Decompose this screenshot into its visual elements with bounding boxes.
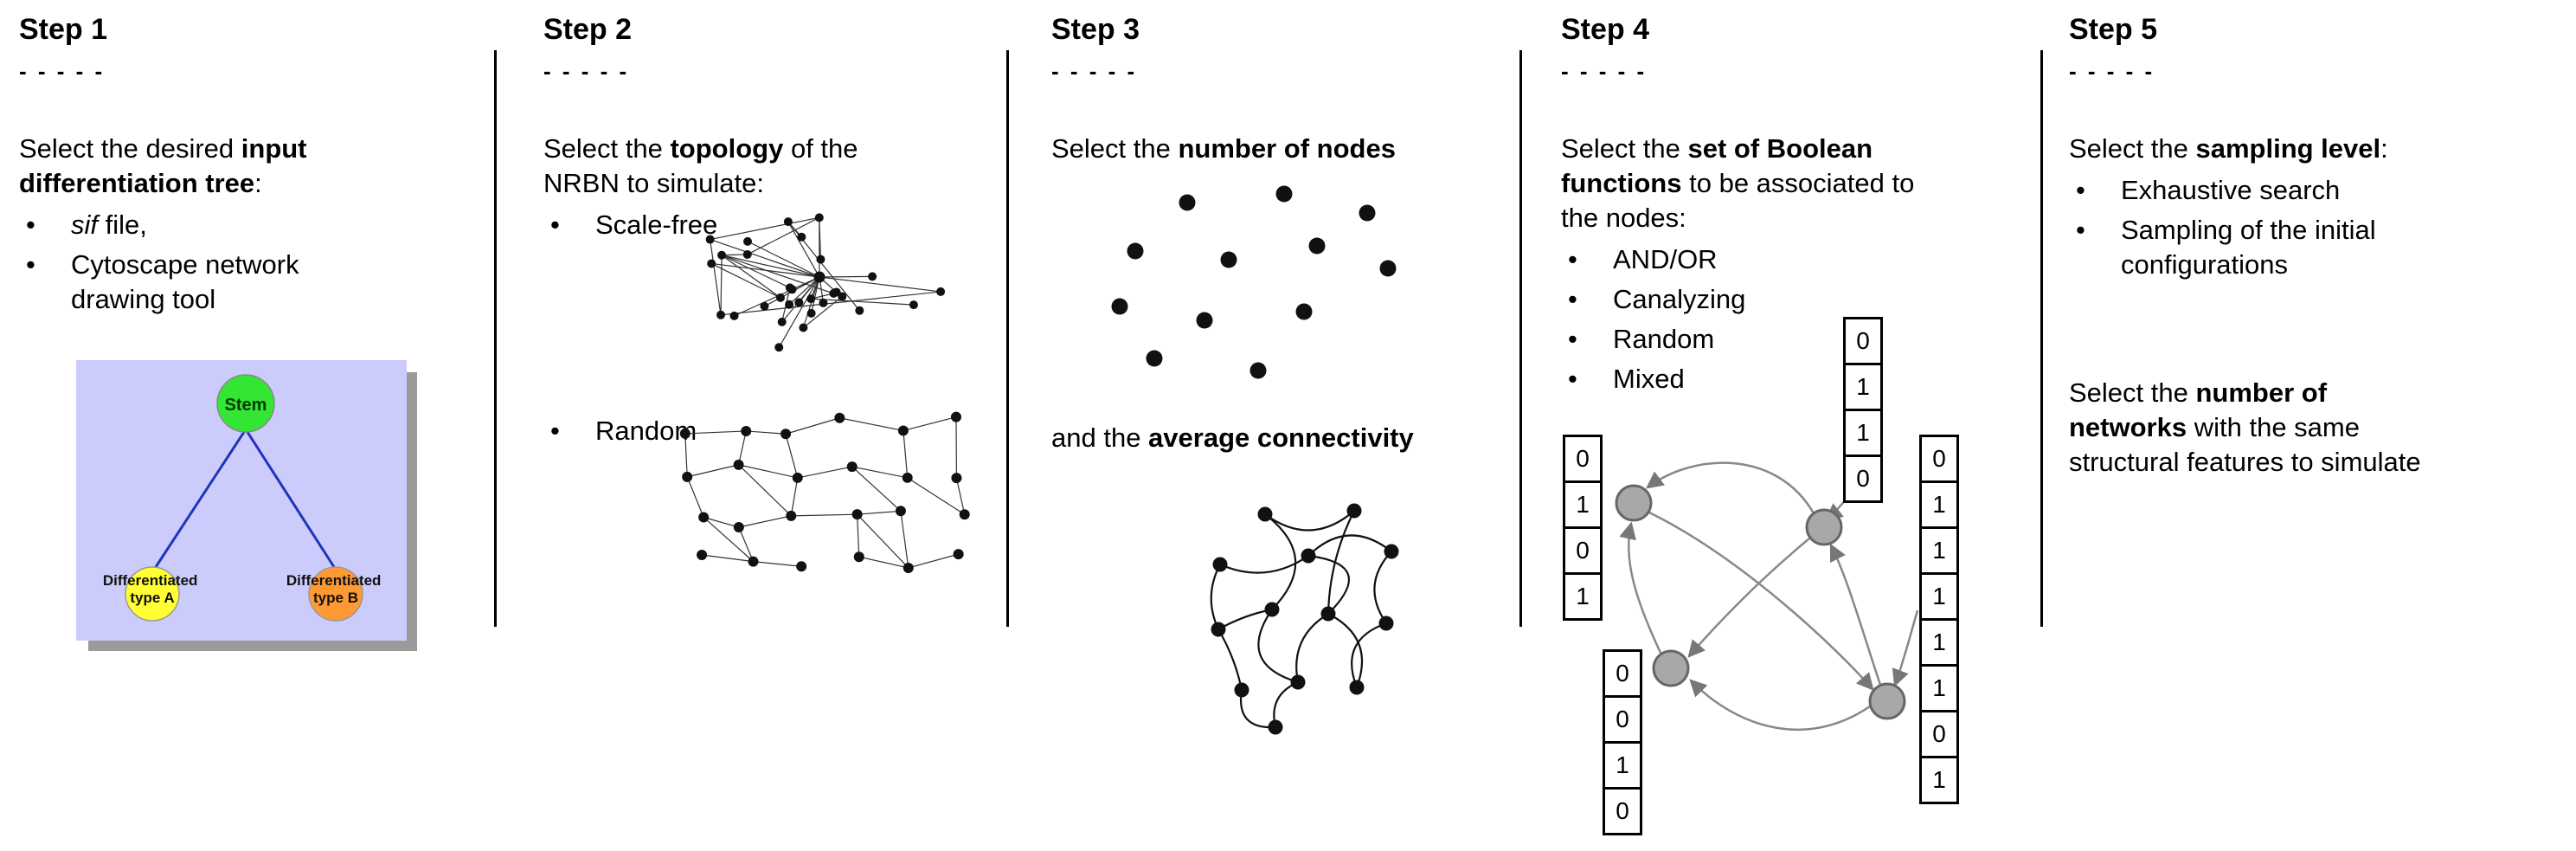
- step-1-bullets: • sif file, • Cytoscape network drawing …: [19, 208, 478, 317]
- truth-cell: 0: [1563, 435, 1603, 483]
- step-4-bullets: • AND/OR • Canalyzing • Random • Mixed: [1561, 242, 2011, 396]
- bullet-cytoscape: • Cytoscape network drawing tool: [19, 248, 478, 317]
- boolean-network-graph: [1615, 461, 1919, 732]
- bullet-canalyzing: • Canalyzing: [1561, 282, 2011, 317]
- truth-cell: 1: [1919, 526, 1959, 575]
- bullet-dot: •: [2076, 214, 2085, 245]
- column-divider-4: [2040, 50, 2043, 627]
- step-5-column: Step 5 - - - - - Select the sampling lev…: [2069, 12, 2554, 480]
- step-5-networks-text: Select the number of networks with the s…: [2069, 377, 2421, 477]
- gene-node-1: [1615, 484, 1653, 522]
- random-network-image: [679, 411, 970, 573]
- truth-cell: 0: [1919, 710, 1959, 758]
- bullet-random: • Random: [543, 414, 980, 448]
- step-3-column: Step 3 - - - - - Select the number of no…: [1051, 12, 1510, 455]
- truth-cell: 0: [1603, 787, 1642, 835]
- step-3-title: Step 3: [1051, 13, 1140, 46]
- step-5-dashes: - - - - -: [2069, 57, 2155, 84]
- truth-cell: 1: [1843, 409, 1883, 457]
- bullet-dot: •: [2076, 174, 2085, 205]
- bullet-dot: •: [1568, 243, 1577, 274]
- step-1-intro: Select the desired input differentiation…: [19, 132, 307, 198]
- graph-arrows: [1619, 461, 1919, 732]
- truth-cell: 1: [1603, 741, 1642, 790]
- truth-cell: 1: [1919, 664, 1959, 712]
- truth-cell: 1: [1843, 363, 1883, 411]
- step-5-bullets: • Exhaustive search • Sampling of the in…: [2069, 173, 2554, 282]
- type-b-node: [308, 566, 363, 622]
- gene-node-4: [1868, 682, 1906, 720]
- step-4-dashes: - - - - -: [1561, 57, 1648, 84]
- step-3-connectivity-text: and the average connectivity: [1051, 422, 1414, 453]
- bullet-dot: •: [550, 415, 560, 446]
- type-a-label: Differentiated type A: [103, 572, 202, 606]
- step-1-column: Step 1 - - - - - Select the desired inpu…: [19, 12, 478, 317]
- truth-cell: 1: [1563, 572, 1603, 621]
- boolean-network-figure: 0 1 0 1 0 1 1 0 0 0 1 0 0 1 1 1 1 1 0 1: [1561, 312, 1976, 848]
- bullet-dot: •: [1568, 283, 1577, 314]
- bullet-dot: •: [1568, 363, 1577, 394]
- step-3-nodes-text: Select the number of nodes: [1051, 132, 1396, 164]
- gene-node-3: [1652, 649, 1690, 687]
- stem-label: Stem: [225, 396, 267, 415]
- type-a-node: [125, 566, 180, 622]
- truth-cell: 0: [1843, 455, 1883, 503]
- truth-cell: 1: [1563, 480, 1603, 529]
- step-2-intro: Select the topology of the NRBN to simul…: [543, 132, 858, 198]
- bullet-dot: •: [26, 248, 35, 280]
- nodes-dots-image: [1111, 185, 1397, 379]
- truth-cell: 0: [1563, 526, 1603, 575]
- truth-cell: 1: [1919, 618, 1959, 667]
- truth-cell: 0: [1603, 649, 1642, 698]
- step-5-sampling-text: Select the sampling level:: [2069, 132, 2388, 164]
- tree-edge-b: [244, 429, 337, 571]
- step-2-column: Step 2 - - - - - Select the topology of …: [543, 12, 980, 448]
- step-1-title: Step 1: [19, 13, 108, 46]
- step-1-dashes: - - - - -: [19, 57, 106, 84]
- bullet-exhaustive: • Exhaustive search: [2069, 173, 2554, 208]
- gene-node-2: [1805, 508, 1843, 546]
- tree-edge-a: [152, 429, 247, 571]
- scale-free-network-image: [705, 213, 946, 352]
- connectivity-network-image: [1210, 503, 1399, 735]
- truth-cell: 1: [1919, 572, 1959, 621]
- truth-table-right: 0 1 1 1 1 1 0 1: [1919, 435, 1959, 804]
- truth-table-left: 0 1 0 1: [1563, 435, 1603, 621]
- bullet-random-fn: • Random: [1561, 322, 2011, 357]
- bullet-dot: •: [1568, 323, 1577, 354]
- step-2-title: Step 2: [543, 13, 633, 46]
- bullet-sampling: • Sampling of the initial configurations: [2069, 213, 2554, 282]
- bullet-dot: •: [26, 209, 35, 240]
- bullet-dot: •: [550, 209, 560, 240]
- graph-nodes: [1615, 484, 1906, 720]
- truth-cell: 0: [1843, 317, 1883, 365]
- bullet-and-or: • AND/OR: [1561, 242, 2011, 277]
- step-2-bullets: • Scale-free • Random: [543, 208, 980, 448]
- column-divider-1: [494, 50, 497, 627]
- bullet-scale-free: • Scale-free: [543, 208, 980, 242]
- step-5-title: Step 5: [2069, 13, 2158, 46]
- differentiation-tree-image: Stem Differentiated type A Differentiate…: [76, 360, 417, 651]
- type-b-label: Differentiated type B: [286, 572, 385, 606]
- step-4-intro: Select the set of Boolean functions to b…: [1561, 132, 1915, 233]
- truth-cell: 0: [1919, 435, 1959, 483]
- truth-cell: 0: [1603, 695, 1642, 744]
- bullet-mixed: • Mixed: [1561, 362, 2011, 396]
- truth-table-bottom: 0 0 1 0: [1603, 649, 1642, 835]
- step-4-column: Step 4 - - - - - Select the set of Boole…: [1561, 12, 2011, 396]
- truth-table-top: 0 1 1 0: [1843, 317, 1883, 503]
- bullet-sif-file: • sif file,: [19, 208, 478, 242]
- truth-cell: 1: [1919, 480, 1959, 529]
- step-3-dashes: - - - - -: [1051, 57, 1138, 84]
- step-4-title: Step 4: [1561, 13, 1650, 46]
- column-divider-2: [1006, 50, 1009, 627]
- truth-cell: 1: [1919, 756, 1959, 804]
- column-divider-3: [1519, 50, 1522, 627]
- stem-node: [216, 374, 275, 433]
- step-2-dashes: - - - - -: [543, 57, 630, 84]
